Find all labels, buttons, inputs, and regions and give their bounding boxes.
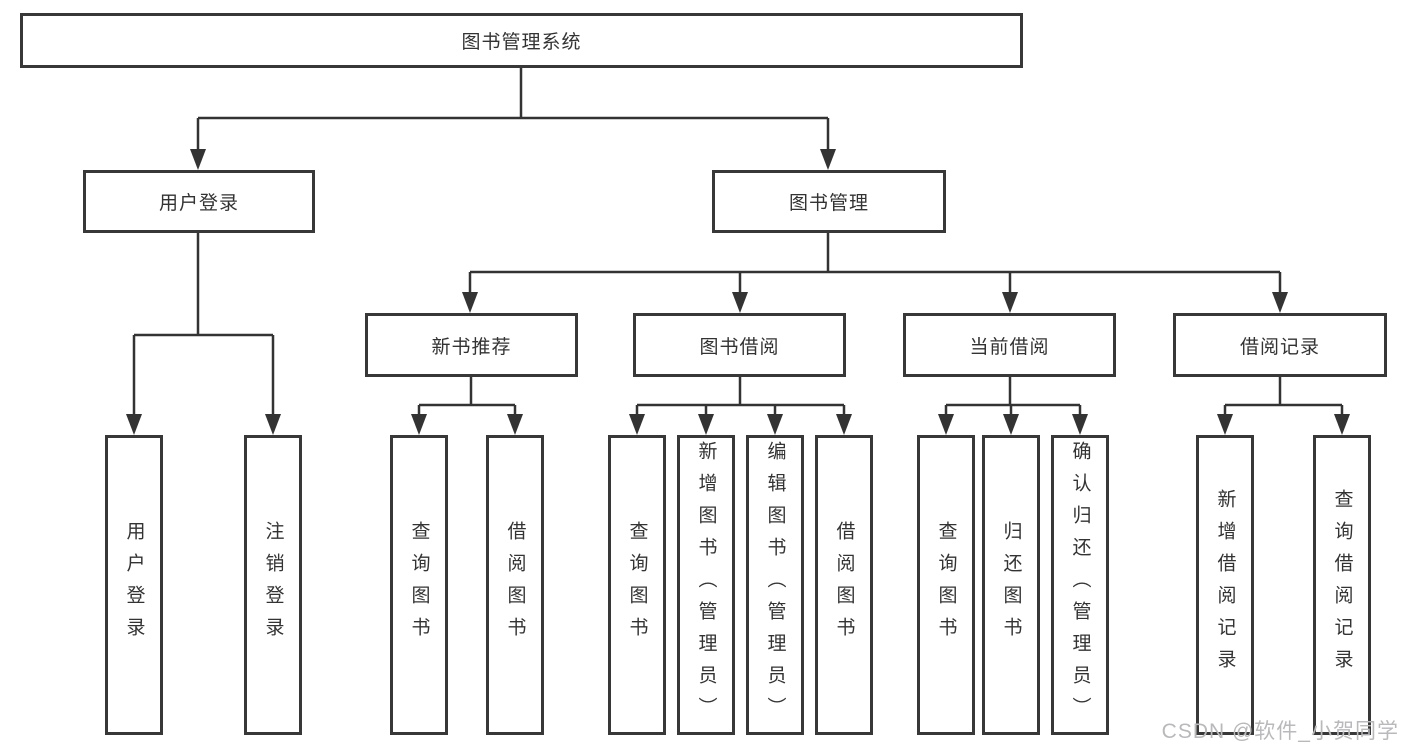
node-new-book-recommend: 新书推荐 — [365, 313, 578, 377]
node-label: 新书推荐 — [431, 336, 512, 358]
node-label: 借阅图书 — [504, 521, 526, 649]
leaf-add-borrow-record: 新增借阅记录 — [1196, 435, 1254, 735]
node-label: 注销登录 — [262, 521, 284, 649]
node-label: 图书管理系统 — [461, 32, 582, 53]
node-label: 用户登录 — [158, 193, 239, 214]
node-label: 查询图书 — [935, 521, 957, 649]
leaf-query-books-recommend: 查询图书 — [390, 435, 448, 735]
node-current-borrowing: 当前借阅 — [903, 313, 1116, 377]
leaf-query-borrow-record: 查询借阅记录 — [1313, 435, 1371, 735]
node-label: 查询图书 — [408, 521, 430, 649]
node-borrowing-records: 借阅记录 — [1173, 313, 1387, 377]
node-label: 查询图书 — [626, 521, 648, 649]
node-label: 编辑图书（管理员） — [764, 441, 786, 729]
node-root-system: 图书管理系统 — [20, 13, 1023, 68]
node-book-borrowing: 图书借阅 — [633, 313, 846, 377]
leaf-logout: 注销登录 — [244, 435, 302, 735]
node-label: 借阅图书 — [833, 521, 855, 649]
node-user-login: 用户登录 — [83, 170, 315, 233]
leaf-user-login: 用户登录 — [105, 435, 163, 735]
node-book-management: 图书管理 — [712, 170, 946, 233]
node-label: 归还图书 — [1000, 521, 1022, 649]
node-label: 用户登录 — [123, 521, 145, 649]
leaf-edit-books-admin: 编辑图书（管理员） — [746, 435, 804, 735]
node-label: 确认归还（管理员） — [1069, 441, 1091, 729]
leaf-return-books: 归还图书 — [982, 435, 1040, 735]
leaf-query-books-borrowing: 查询图书 — [608, 435, 666, 735]
node-label: 图书借阅 — [699, 336, 780, 358]
arrowheads — [126, 149, 1350, 435]
leaf-borrow-books-recommend: 借阅图书 — [486, 435, 544, 735]
leaf-add-books-admin: 新增图书（管理员） — [677, 435, 735, 735]
node-label: 新增借阅记录 — [1214, 489, 1236, 681]
node-label: 查询借阅记录 — [1331, 489, 1353, 681]
node-label: 借阅记录 — [1239, 336, 1320, 358]
node-label: 图书管理 — [788, 193, 869, 214]
leaf-query-books-current: 查询图书 — [917, 435, 975, 735]
leaf-confirm-return-admin: 确认归还（管理员） — [1051, 435, 1109, 735]
leaf-borrow-books: 借阅图书 — [815, 435, 873, 735]
node-label: 新增图书（管理员） — [695, 441, 717, 729]
node-label: 当前借阅 — [969, 336, 1050, 358]
